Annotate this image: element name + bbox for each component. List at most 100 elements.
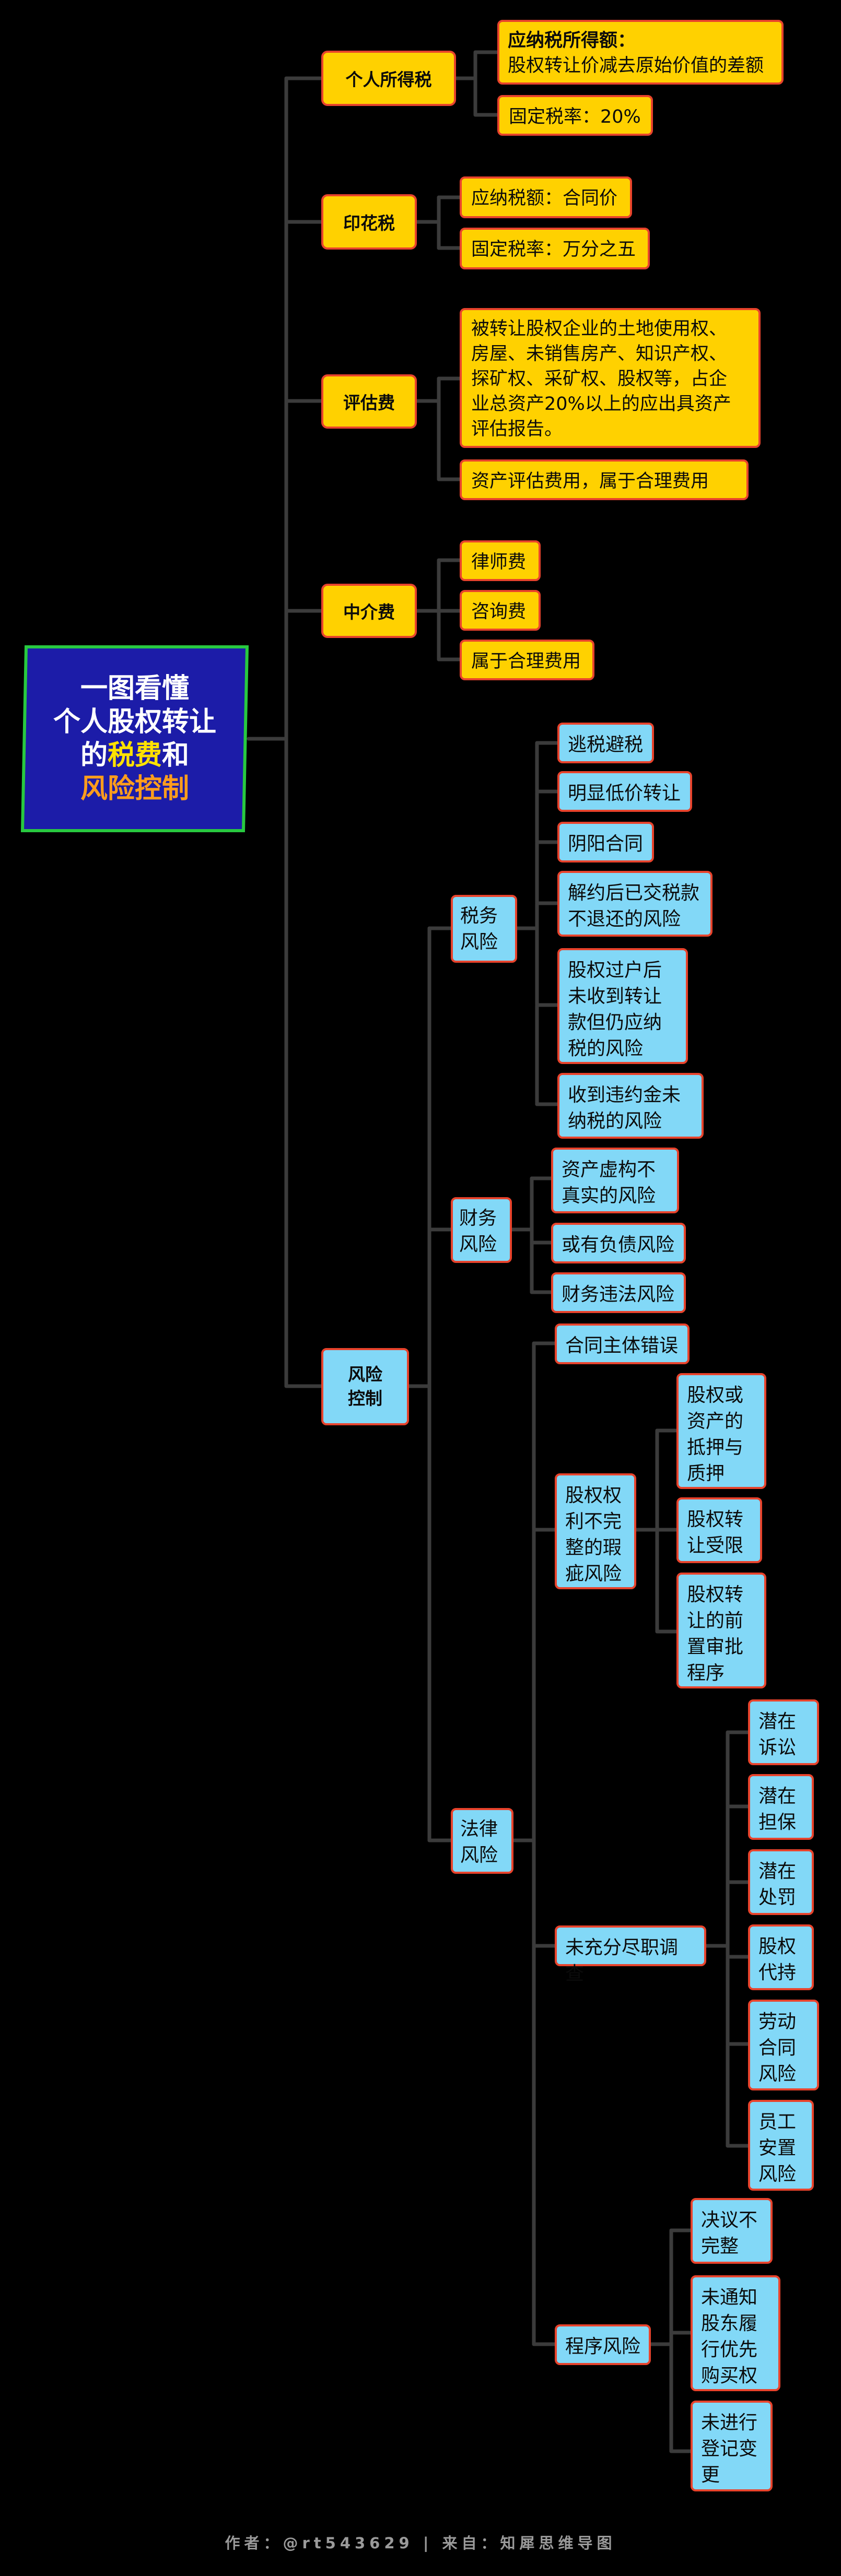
footer-credit: 作者：@rt543629 | 来自：知犀思维导图	[225, 2534, 616, 2552]
stamp-duty-node[interactable]: 印花税	[321, 194, 417, 250]
financial-risk-label: 风险	[459, 1234, 497, 1255]
tax-risk-item[interactable]: 阴阳合同	[557, 822, 654, 862]
equity-defect-item-text: 置审批	[687, 1636, 744, 1658]
root-title-line1: 一图看懂	[80, 673, 189, 704]
root-title-highlight-tax-fee: 税费	[107, 740, 162, 771]
agency-fee-item-label: 属于合理费用	[471, 651, 581, 672]
due-diligence-item-text: 潜在	[758, 1711, 797, 1732]
procedure-risk-item-text: 登记变	[701, 2438, 758, 2460]
tax-risk-item-text: 解约后已交税款	[568, 882, 700, 904]
stamp-duty-rate-node[interactable]: 固定税率：万分之五	[460, 228, 650, 269]
procedure-risk-item-text: 购买权	[701, 2365, 758, 2386]
appraisal-fee-label: 评估费	[343, 393, 395, 413]
root-title-line3: 的税费和	[80, 739, 189, 772]
risk-control-node[interactable]: 风险 控制	[321, 1348, 409, 1425]
appraisal-report-line: 业总资产20%以上的应出具资产	[471, 394, 731, 415]
tax-risk-item[interactable]: 收到违约金未 纳税的风险	[557, 1073, 704, 1139]
procedure-risk-item-text: 未进行	[701, 2412, 758, 2433]
due-diligence-item[interactable]: 员工 安置 风险	[748, 2100, 814, 2191]
due-diligence-node[interactable]: 未充分尽职调查	[555, 1925, 706, 1984]
appraisal-fee-note-node[interactable]: 资产评估费用，属于合理费用	[460, 459, 749, 500]
equity-defect-label: 疵风险	[565, 1563, 622, 1585]
due-diligence-item-text: 股权	[758, 1936, 797, 1957]
financial-risk-item[interactable]: 财务违法风险	[551, 1272, 686, 1313]
equity-defect-label: 整的瑕	[565, 1537, 622, 1558]
equity-defect-item-text: 股权转	[687, 1584, 744, 1605]
tax-risk-item[interactable]: 逃税避税	[557, 723, 654, 763]
tax-risk-item-text: 明显低价转让	[568, 783, 681, 804]
root-parallelogram	[21, 645, 249, 832]
due-diligence-item[interactable]: 潜在 诉讼	[748, 1699, 819, 1765]
financial-risk-item-text: 真实的风险	[562, 1185, 656, 1207]
procedure-risk-item[interactable]: 未通知 股东履 行优先 购买权	[691, 2275, 780, 2391]
due-diligence-item-text: 潜在	[758, 1786, 797, 1807]
root-title: 一图看懂 个人股权转让 的税费和 风险控制	[21, 645, 249, 832]
procedure-risk-item[interactable]: 未进行 登记变 更	[691, 2401, 773, 2491]
equity-defect-item-text: 让的前	[687, 1610, 744, 1632]
tax-risk-item-text: 阴阳合同	[568, 833, 644, 855]
tax-risk-item-text: 未收到转让	[568, 986, 662, 1007]
due-diligence-item[interactable]: 潜在 处罚	[748, 1849, 814, 1915]
stamp-duty-taxable-node[interactable]: 应纳税额：合同价	[460, 176, 632, 218]
tax-risk-label: 税务	[460, 905, 498, 927]
financial-risk-item[interactable]: 或有负债风险	[551, 1223, 686, 1263]
equity-defect-item-text: 让受限	[687, 1535, 744, 1556]
taxable-income-text: 股权转让价减去原始价值的差额	[508, 55, 764, 76]
financial-risk-item-text: 财务违法风险	[562, 1284, 675, 1305]
equity-defect-label: 股权权	[565, 1485, 622, 1506]
appraisal-report-line: 探矿权、采矿权、股权等，占企	[471, 369, 728, 389]
tax-risk-item-text: 股权过户后	[568, 960, 662, 981]
risk-control-label: 控制	[348, 1388, 382, 1409]
equity-defect-item-text: 质押	[687, 1463, 725, 1484]
tax-risk-item[interactable]: 股权过户后 未收到转让 款但仍应纳 税的风险	[557, 948, 688, 1064]
equity-defect-item-text: 股权或	[687, 1385, 744, 1406]
legal-risk-node[interactable]: 法律 风险	[451, 1808, 513, 1874]
due-diligence-item-text: 安置	[758, 2137, 797, 2159]
tax-risk-node[interactable]: 税务 风险	[451, 895, 517, 963]
personal-income-tax-rate-node[interactable]: 固定税率：20%	[497, 95, 653, 136]
due-diligence-item[interactable]: 劳动 合同 风险	[748, 2000, 819, 2090]
equity-defect-item[interactable]: 股权转 让的前 置审批 程序	[676, 1573, 766, 1688]
tax-risk-label: 风险	[460, 931, 498, 953]
agency-fee-item-consulting[interactable]: 咨询费	[460, 590, 541, 631]
agency-fee-node[interactable]: 中介费	[321, 584, 417, 638]
procedure-risk-item-text: 更	[701, 2464, 720, 2486]
equity-defect-risk-node[interactable]: 股权权 利不完 整的瑕 疵风险	[555, 1473, 636, 1589]
appraisal-fee-node[interactable]: 评估费	[321, 374, 417, 429]
appraisal-report-node[interactable]: 被转让股权企业的土地使用权、 房屋、未销售房产、知识产权、 探矿权、采矿权、股权…	[460, 308, 761, 448]
due-diligence-item-text: 风险	[758, 2164, 797, 2185]
appraisal-report-line: 评估报告。	[471, 419, 563, 440]
equity-defect-item[interactable]: 股权或 资产的 抵押与 质押	[676, 1373, 766, 1489]
contract-subject-error-node[interactable]: 合同主体错误	[555, 1324, 690, 1364]
due-diligence-item-text: 诉讼	[758, 1737, 797, 1758]
due-diligence-item-text: 担保	[758, 1812, 797, 1833]
procedure-risk-item[interactable]: 决议不 完整	[691, 2198, 773, 2264]
due-diligence-item-text: 员工	[758, 2111, 797, 2133]
due-diligence-item[interactable]: 潜在 担保	[748, 1774, 814, 1840]
financial-risk-node[interactable]: 财务 风险	[451, 1197, 512, 1263]
due-diligence-item-text: 合同	[758, 2037, 797, 2059]
tax-risk-item-text: 逃税避税	[568, 734, 644, 755]
tax-risk-item[interactable]: 明显低价转让	[557, 771, 692, 812]
personal-income-tax-node[interactable]: 个人所得税	[321, 51, 456, 106]
equity-defect-item[interactable]: 股权转 让受限	[676, 1497, 762, 1563]
agency-fee-item-reasonable[interactable]: 属于合理费用	[460, 640, 594, 680]
agency-fee-item-lawyer[interactable]: 律师费	[460, 540, 541, 581]
due-diligence-item-text: 处罚	[758, 1887, 797, 1908]
equity-defect-item-text: 股权转	[687, 1509, 744, 1530]
financial-risk-item[interactable]: 资产虚构不 真实的风险	[551, 1148, 679, 1213]
financial-risk-item-text: 或有负债风险	[562, 1234, 675, 1256]
financial-risk-item-text: 资产虚构不	[562, 1159, 656, 1180]
contract-subject-error-text: 合同主体错误	[565, 1335, 679, 1356]
tax-risk-item-text: 纳税的风险	[568, 1110, 662, 1132]
equity-defect-item-text: 抵押与	[687, 1437, 744, 1458]
tax-risk-item[interactable]: 解约后已交税款 不退还的风险	[557, 871, 712, 937]
financial-risk-label: 财务	[459, 1208, 497, 1229]
personal-income-tax-taxable-node[interactable]: 应纳税所得额： 股权转让价减去原始价值的差额	[497, 20, 784, 85]
stamp-duty-rate: 固定税率：万分之五	[471, 239, 636, 260]
due-diligence-item-text: 潜在	[758, 1861, 797, 1882]
due-diligence-item[interactable]: 股权 代持	[748, 1924, 814, 1990]
appraisal-report-line: 被转让股权企业的土地使用权、	[471, 318, 728, 339]
procedure-risk-node[interactable]: 程序风险	[555, 2324, 651, 2365]
